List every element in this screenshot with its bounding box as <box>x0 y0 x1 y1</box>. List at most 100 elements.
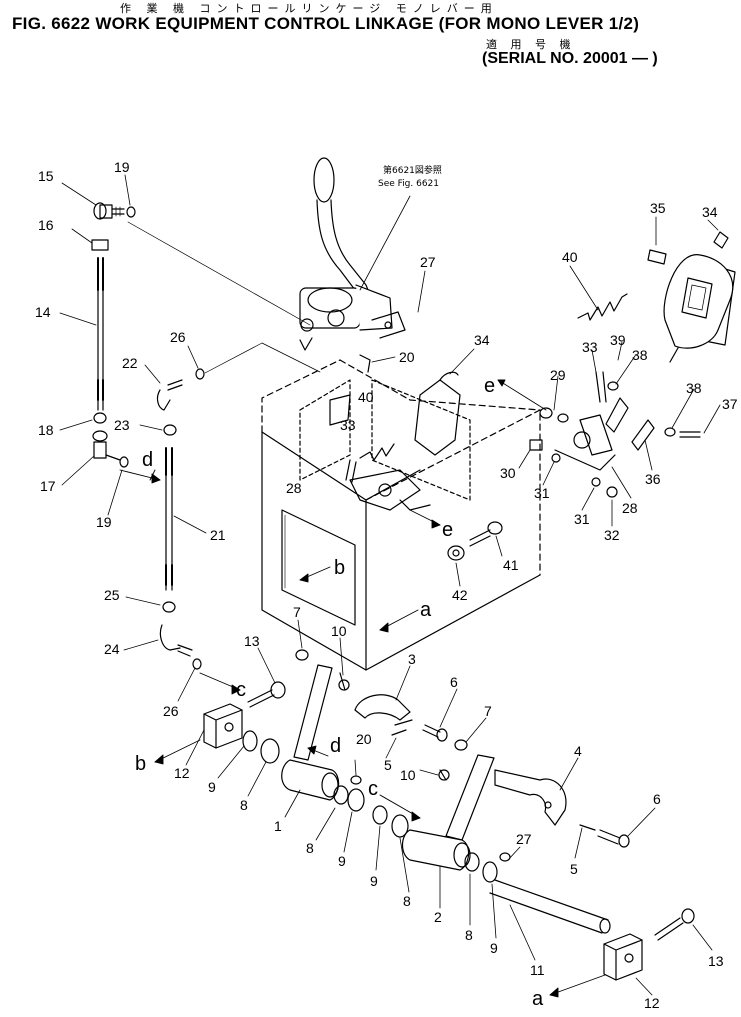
callout-8: 8 <box>240 797 248 813</box>
callout-28: 28 <box>622 500 638 516</box>
view-letter-a: a <box>420 599 432 621</box>
callout-2: 2 <box>434 909 442 925</box>
callout-33: 33 <box>340 417 356 433</box>
callout-7: 7 <box>484 703 492 719</box>
view-letter-a: a <box>532 988 544 1010</box>
reference-note-english: See Fig. 6621 <box>378 179 439 189</box>
control-cable-34 <box>647 231 736 363</box>
callout-37: 37 <box>722 396 738 412</box>
callout-39: 39 <box>610 332 626 348</box>
callout-20: 20 <box>356 731 372 747</box>
view-letter-e: e <box>442 519 453 541</box>
lever-4 <box>494 769 567 826</box>
callout-9: 9 <box>370 873 378 889</box>
callout-8: 8 <box>403 893 411 909</box>
callout-20: 20 <box>399 349 415 365</box>
view-letter-d: d <box>142 449 153 471</box>
block-12-upper <box>203 703 243 749</box>
callout-40: 40 <box>562 249 578 265</box>
bolt-13-lower <box>654 908 695 941</box>
callout-31: 31 <box>574 511 590 527</box>
lever-3 <box>354 694 413 736</box>
bolt-6-lower <box>579 824 630 848</box>
spring-40-left <box>359 443 395 461</box>
callout-32: 32 <box>604 527 620 543</box>
japanese-title: 作 業 機 コントロールリンケージ モノレバー用 <box>120 2 498 15</box>
callout-29: 29 <box>550 367 566 383</box>
view-letter-b: b <box>334 557 345 579</box>
lever-bracket-right <box>529 371 701 498</box>
callout-1: 1 <box>274 818 282 834</box>
callout-5: 5 <box>570 861 578 877</box>
callout-34: 34 <box>474 332 490 348</box>
callout-26: 26 <box>170 329 186 345</box>
callout-33: 33 <box>582 339 598 355</box>
leader-lines <box>59 174 721 996</box>
callout-13: 13 <box>708 953 724 969</box>
callout-34: 34 <box>702 204 718 220</box>
view-letter-e: e <box>484 375 495 397</box>
callout-28: 28 <box>286 480 302 496</box>
block-12-lower <box>603 933 643 981</box>
serial-number: (SERIAL NO. 20001 — ) <box>482 50 658 67</box>
callout-10: 10 <box>331 623 347 639</box>
callout-22: 22 <box>122 355 138 371</box>
callout-16: 16 <box>38 217 54 233</box>
callout-9: 9 <box>490 940 498 956</box>
spring-40-right <box>577 293 628 321</box>
view-arrows <box>119 221 606 998</box>
callout-19: 19 <box>114 159 130 175</box>
callout-24: 24 <box>104 641 120 657</box>
lever-2-assembly <box>333 739 495 871</box>
callout-27: 27 <box>420 254 436 270</box>
callout-6: 6 <box>653 791 661 807</box>
callout-38: 38 <box>686 380 702 396</box>
callout-12: 12 <box>644 995 660 1011</box>
callout-19: 19 <box>96 514 112 530</box>
ball-joint-22 <box>156 368 205 411</box>
callout-31: 31 <box>534 485 550 501</box>
callout-30: 30 <box>500 465 516 481</box>
callout-14: 14 <box>35 304 51 320</box>
callout-21: 21 <box>210 527 226 543</box>
callout-12: 12 <box>174 765 190 781</box>
callout-11: 11 <box>530 962 545 978</box>
callout-13: 13 <box>244 633 260 649</box>
figure-title: FIG. 6622 WORK EQUIPMENT CONTROL LINKAGE… <box>12 14 640 33</box>
callout-25: 25 <box>104 587 120 603</box>
view-letter-b: b <box>135 753 146 775</box>
mono-lever-assembly <box>299 157 406 351</box>
callout-23: 23 <box>114 417 130 433</box>
callout-8: 8 <box>306 840 314 856</box>
callout-labels: 15 19 16 14 22 26 18 23 17 19 21 25 24 2… <box>35 159 738 1011</box>
callout-35: 35 <box>650 200 666 216</box>
callout-9: 9 <box>338 853 346 869</box>
inner-bracket <box>299 379 471 501</box>
callout-6: 6 <box>450 674 458 690</box>
callout-5: 5 <box>384 757 392 773</box>
callout-38: 38 <box>632 347 648 363</box>
callout-40: 40 <box>358 389 374 405</box>
callout-42: 42 <box>452 587 468 603</box>
callout-4: 4 <box>574 743 582 759</box>
callout-18: 18 <box>38 422 54 438</box>
rod-14-assembly <box>91 202 136 468</box>
view-letter-c: c <box>236 679 246 701</box>
callout-41: 41 <box>503 557 519 573</box>
callout-36: 36 <box>645 471 661 487</box>
callout-3: 3 <box>408 651 416 667</box>
japanese-applicable-label: 適 用 号 機 <box>486 38 576 51</box>
callout-17: 17 <box>40 478 56 494</box>
lever-1-assembly <box>242 649 350 801</box>
view-letter-labels: e d e b a c d b c a <box>135 375 544 1010</box>
view-letter-c: c <box>368 778 378 800</box>
console-box <box>261 359 541 671</box>
view-letter-d: d <box>330 735 341 757</box>
callout-8: 8 <box>465 927 473 943</box>
shaft-11 <box>464 852 611 934</box>
reference-note-japanese: 第6621図参照 <box>383 164 442 176</box>
callout-10: 10 <box>400 767 416 783</box>
callout-15: 15 <box>38 168 54 184</box>
callout-9: 9 <box>208 779 216 795</box>
